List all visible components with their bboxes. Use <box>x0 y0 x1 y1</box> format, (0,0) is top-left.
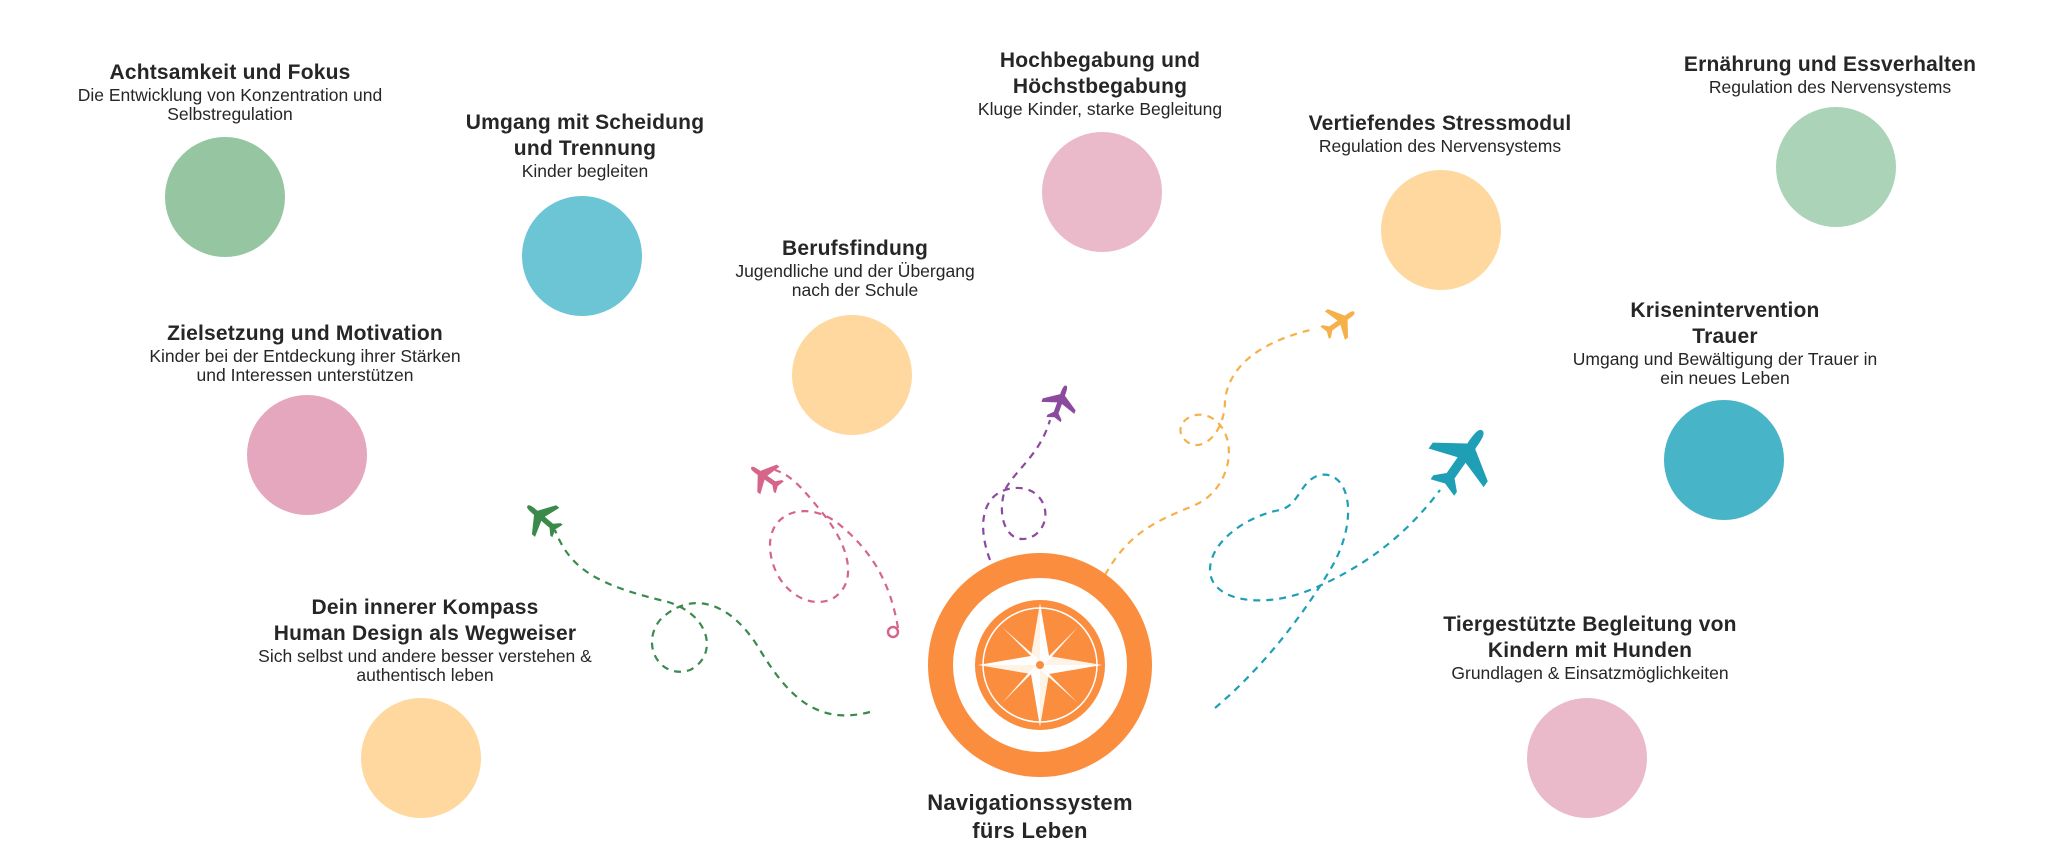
circle-stressmodul <box>1381 170 1501 290</box>
node-kompass: Dein innerer Kompass Human Design als We… <box>225 595 625 685</box>
circle-achtsamkeit <box>165 137 285 257</box>
node-subtitle: Jugendliche und der Übergang nach der Sc… <box>735 261 975 300</box>
node-subtitle: Kluge Kinder, starke Begleitung <box>977 99 1223 119</box>
circle-zielsetzung <box>247 395 367 515</box>
node-subtitle: Die Entwicklung von Konzentration und Se… <box>77 85 383 124</box>
node-title: Achtsamkeit und Fokus <box>109 61 351 84</box>
node-hochbegabung: Hochbegabung und Höchstbegabung Kluge Ki… <box>930 48 1270 119</box>
node-subtitle: Regulation des Nervensystems <box>1708 77 1952 97</box>
node-title: Vertiefendes Stressmodul <box>1308 112 1572 135</box>
node-ernaehrung: Ernährung und Essverhalten Regulation de… <box>1650 52 2010 97</box>
node-title: Umgang mit Scheidung und Trennung <box>465 111 705 160</box>
node-tiergestuetzt: Tiergestützte Begleitung von Kindern mit… <box>1395 612 1785 683</box>
circle-tiergestuetzt <box>1527 698 1647 818</box>
node-subtitle: Sich selbst und andere besser verstehen … <box>258 646 592 685</box>
orange-flight-path <box>1104 328 1311 576</box>
green-flight-path <box>553 529 871 717</box>
pink-airplane <box>750 464 784 495</box>
circle-berufsfindung <box>792 315 912 435</box>
node-scheidung: Umgang mit Scheidung und Trennung Kinder… <box>420 110 750 181</box>
airplane-icon <box>527 505 563 538</box>
airplane-icon <box>1428 429 1488 496</box>
green-airplane <box>527 505 563 538</box>
airplane-icon <box>750 464 784 495</box>
airplane-icon <box>1320 309 1355 340</box>
node-stressmodul: Vertiefendes Stressmodul Regulation des … <box>1265 111 1615 156</box>
center-title: Navigationssystem fürs Leben <box>927 790 1133 843</box>
pink-flight-path <box>768 468 900 629</box>
node-subtitle: Kinder bei der Entdeckung ihrer Stärken … <box>149 346 461 385</box>
node-title: Zielsetzung und Motivation <box>167 322 443 345</box>
node-subtitle: Regulation des Nervensystems <box>1318 136 1562 156</box>
purple-airplane <box>1041 385 1076 423</box>
node-title: Ernährung und Essverhalten <box>1683 53 1977 76</box>
compass-icon <box>928 553 1152 777</box>
circle-scheidung <box>522 196 642 316</box>
circle-hochbegabung <box>1042 132 1162 252</box>
airplane-icon <box>1041 385 1076 423</box>
orange-airplane <box>1320 309 1355 340</box>
node-subtitle: Umgang und Bewältigung der Trauer in ein… <box>1572 349 1878 388</box>
node-title: Hochbegabung und Höchstbegabung <box>999 49 1201 98</box>
node-subtitle: Kinder begleiten <box>521 161 649 181</box>
circle-ernaehrung <box>1776 107 1896 227</box>
purple-flight-path <box>982 419 1052 561</box>
circle-kompass <box>361 698 481 818</box>
node-subtitle: Grundlagen & Einsatzmöglichkeiten <box>1451 663 1729 683</box>
node-title: Berufsfindung <box>781 237 929 260</box>
node-title: Dein innerer Kompass Human Design als We… <box>273 596 577 645</box>
node-title: Tiergestützte Begleitung von Kindern mit… <box>1443 613 1737 662</box>
node-krisenintervention: Krisenintervention Trauer Umgang und Bew… <box>1535 298 1915 388</box>
node-zielsetzung: Zielsetzung und Motivation Kinder bei de… <box>110 321 500 385</box>
node-title: Krisenintervention Trauer <box>1630 299 1820 348</box>
circle-krisenintervention <box>1664 400 1784 520</box>
node-achtsamkeit: Achtsamkeit und Fokus Die Entwicklung vo… <box>40 60 420 124</box>
pink-path-end-marker <box>886 625 900 639</box>
node-berufsfindung: Berufsfindung Jugendliche und der Überga… <box>690 236 1020 300</box>
teal-airplane <box>1428 429 1488 496</box>
